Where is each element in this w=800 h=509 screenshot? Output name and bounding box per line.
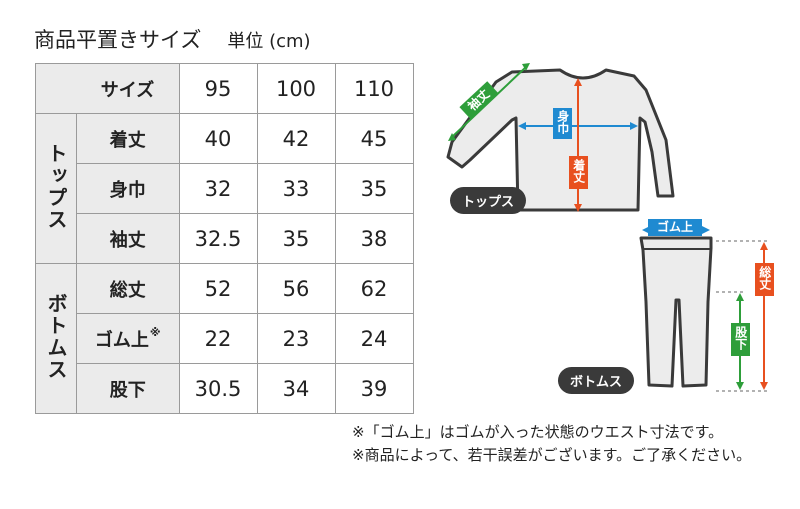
- width-arrow-head-end: [630, 122, 638, 130]
- waist-arrow-head-end: [702, 226, 710, 234]
- cell-value: 52: [178, 263, 258, 314]
- size-table: サイズ 95 100 110 トップス 着丈 40 42 45 身巾 32 33…: [35, 63, 414, 414]
- length-tag-text: 着丈: [571, 159, 586, 183]
- bottoms-badge: ボトムス: [558, 367, 635, 394]
- table-row: 股下 30.5 34 39: [36, 363, 414, 414]
- width-tag-text: 身巾: [555, 110, 570, 134]
- table-row: ゴム上※ 22 23 24: [36, 313, 414, 364]
- table-row: 身巾 32 33 35: [36, 163, 414, 214]
- header-size-label: サイズ: [76, 63, 180, 114]
- header-size-110: 110: [334, 63, 414, 114]
- width-tag: 身巾: [553, 108, 572, 139]
- cell-value: 62: [334, 263, 414, 314]
- tops-badge: トップス: [450, 187, 527, 214]
- waist-tag: ゴム上: [648, 219, 702, 236]
- tops-illustration: [446, 68, 675, 212]
- cell-value: 34: [256, 363, 336, 414]
- header-corner: [35, 63, 77, 114]
- total-tag: 総丈: [755, 263, 774, 296]
- row-label: 総丈: [76, 263, 180, 314]
- row-label-with-mark: ゴム上※: [76, 313, 180, 364]
- row-label: 着丈: [76, 113, 180, 164]
- cell-value: 32.5: [178, 213, 258, 264]
- cell-value: 23: [256, 313, 336, 364]
- page-title: 商品平置きサイズ 単位 (cm): [34, 24, 311, 54]
- cell-value: 45: [334, 113, 414, 164]
- cell-value: 39: [334, 363, 414, 414]
- cell-value: 40: [178, 113, 258, 164]
- cell-value: 56: [256, 263, 336, 314]
- group-tops-text: トップス: [44, 142, 68, 231]
- cell-value: 24: [334, 313, 414, 364]
- unit-label: 単位 (cm): [227, 31, 311, 52]
- length-tag: 着丈: [569, 156, 588, 189]
- row-label: 袖丈: [76, 213, 180, 264]
- length-arrow-head-end: [574, 204, 582, 212]
- table-row: トップス 着丈 40 42 45: [35, 113, 414, 264]
- title-text: 商品平置きサイズ: [34, 28, 202, 52]
- table-header-row: サイズ 95 100 110: [35, 63, 414, 114]
- cell-value: 42: [256, 113, 336, 164]
- notes: ※「ゴム上」はゴムが入った状態のウエスト寸法です。 ※商品によって、若干誤差がご…: [352, 421, 751, 467]
- width-arrow-head-start: [518, 122, 526, 130]
- sleeve-arrow-head-end: [522, 63, 530, 71]
- group-tops-label: トップス: [35, 113, 77, 264]
- note-line: ※「ゴム上」はゴムが入った状態のウエスト寸法です。: [352, 423, 724, 441]
- inseam-arrow-head-start: [736, 293, 744, 301]
- inseam-arrow-head-end: [736, 382, 744, 390]
- row-label: 股下: [76, 363, 180, 414]
- sleeve-arrow-head-start: [448, 133, 456, 141]
- header-size-100: 100: [256, 63, 336, 114]
- note-line: ※商品によって、若干誤差がございます。ご了承ください。: [352, 446, 752, 464]
- cell-value: 38: [334, 213, 414, 264]
- inseam-tag: 股下: [731, 323, 750, 356]
- note-mark: ※: [149, 325, 161, 339]
- cell-value: 30.5: [178, 363, 258, 414]
- total-tag-text: 総丈: [757, 266, 772, 290]
- group-bottoms-label: ボトムス: [35, 263, 77, 414]
- total-arrow-head-start: [760, 242, 768, 250]
- header-size-95: 95: [178, 63, 258, 114]
- length-arrow-head-start: [574, 78, 582, 86]
- bottoms-illustration: [639, 236, 713, 388]
- group-bottoms-text: ボトムス: [44, 292, 68, 381]
- table-row: 袖丈 32.5 35 38: [36, 213, 414, 264]
- total-arrow-head-end: [760, 382, 768, 390]
- inseam-tag-text: 股下: [733, 326, 748, 350]
- table-row: ボトムス 総丈 52 56 62: [35, 263, 414, 414]
- row-label: ゴム上: [94, 329, 149, 351]
